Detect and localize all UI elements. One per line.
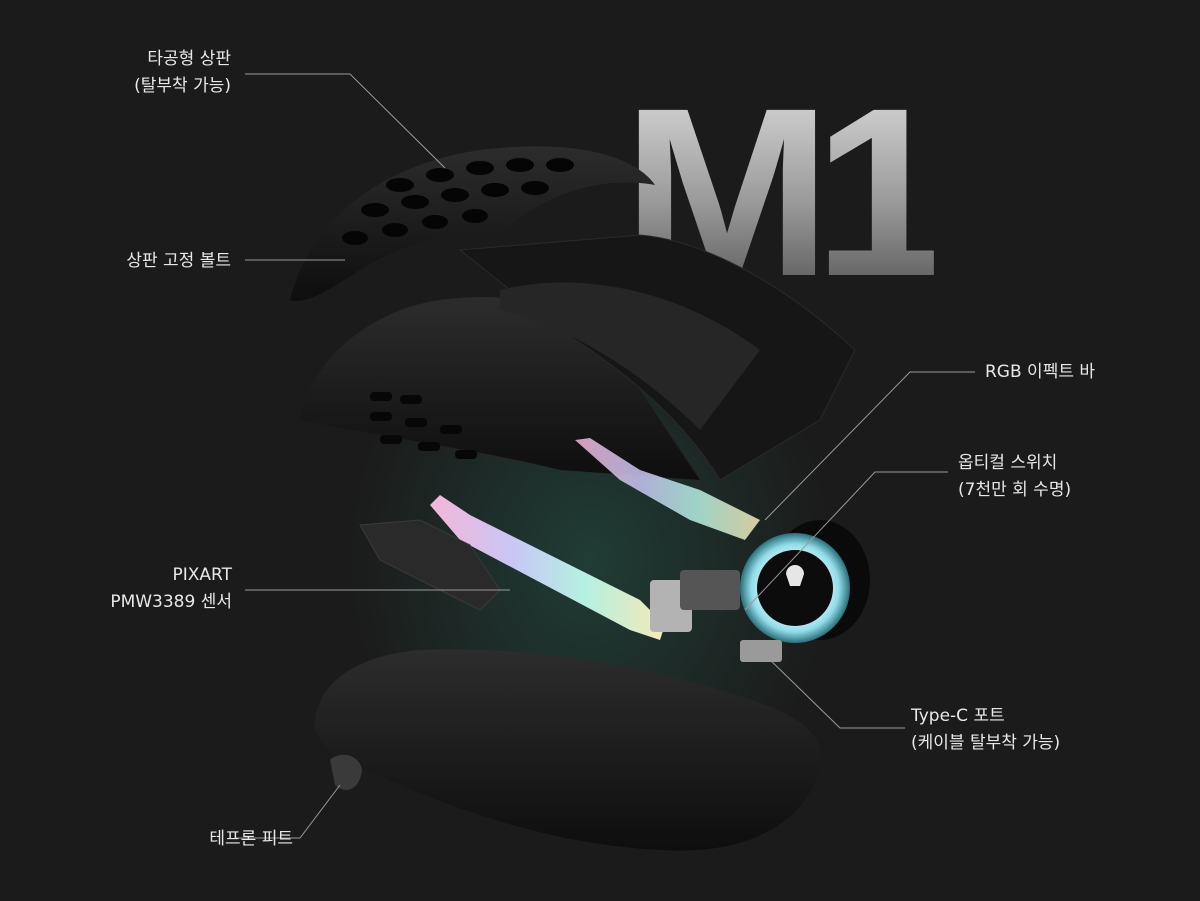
rgb-bar-lower [430, 495, 665, 640]
callout-top-shell: 타공형 상판 (탈부착 가능) [134, 49, 231, 96]
top-shell-part [290, 146, 655, 301]
bottom-base-part [314, 649, 822, 851]
callout-optical-switch: 옵티컬 스위치 (7천만 회 수명) [958, 453, 1072, 500]
scroll-wheel-part [740, 520, 870, 643]
callout-sensor: PIXART PMW3389 센서 [110, 565, 232, 612]
leader-lines [235, 73, 975, 839]
callout-shell-bolt: 상판 고정 볼트 [126, 251, 231, 271]
rgb-bar-upper [575, 438, 760, 540]
type-c-port-part [740, 640, 782, 662]
middle-shell-part [300, 234, 856, 481]
switch-housing [680, 570, 740, 610]
callout-type-c-port: Type-C 포트 (케이블 탈부착 가능) [911, 706, 1061, 753]
callout-rgb-bar: RGB 이펙트 바 [985, 362, 1096, 382]
sensor-part [359, 519, 501, 611]
callout-feet: 테프론 피트 [209, 829, 293, 849]
